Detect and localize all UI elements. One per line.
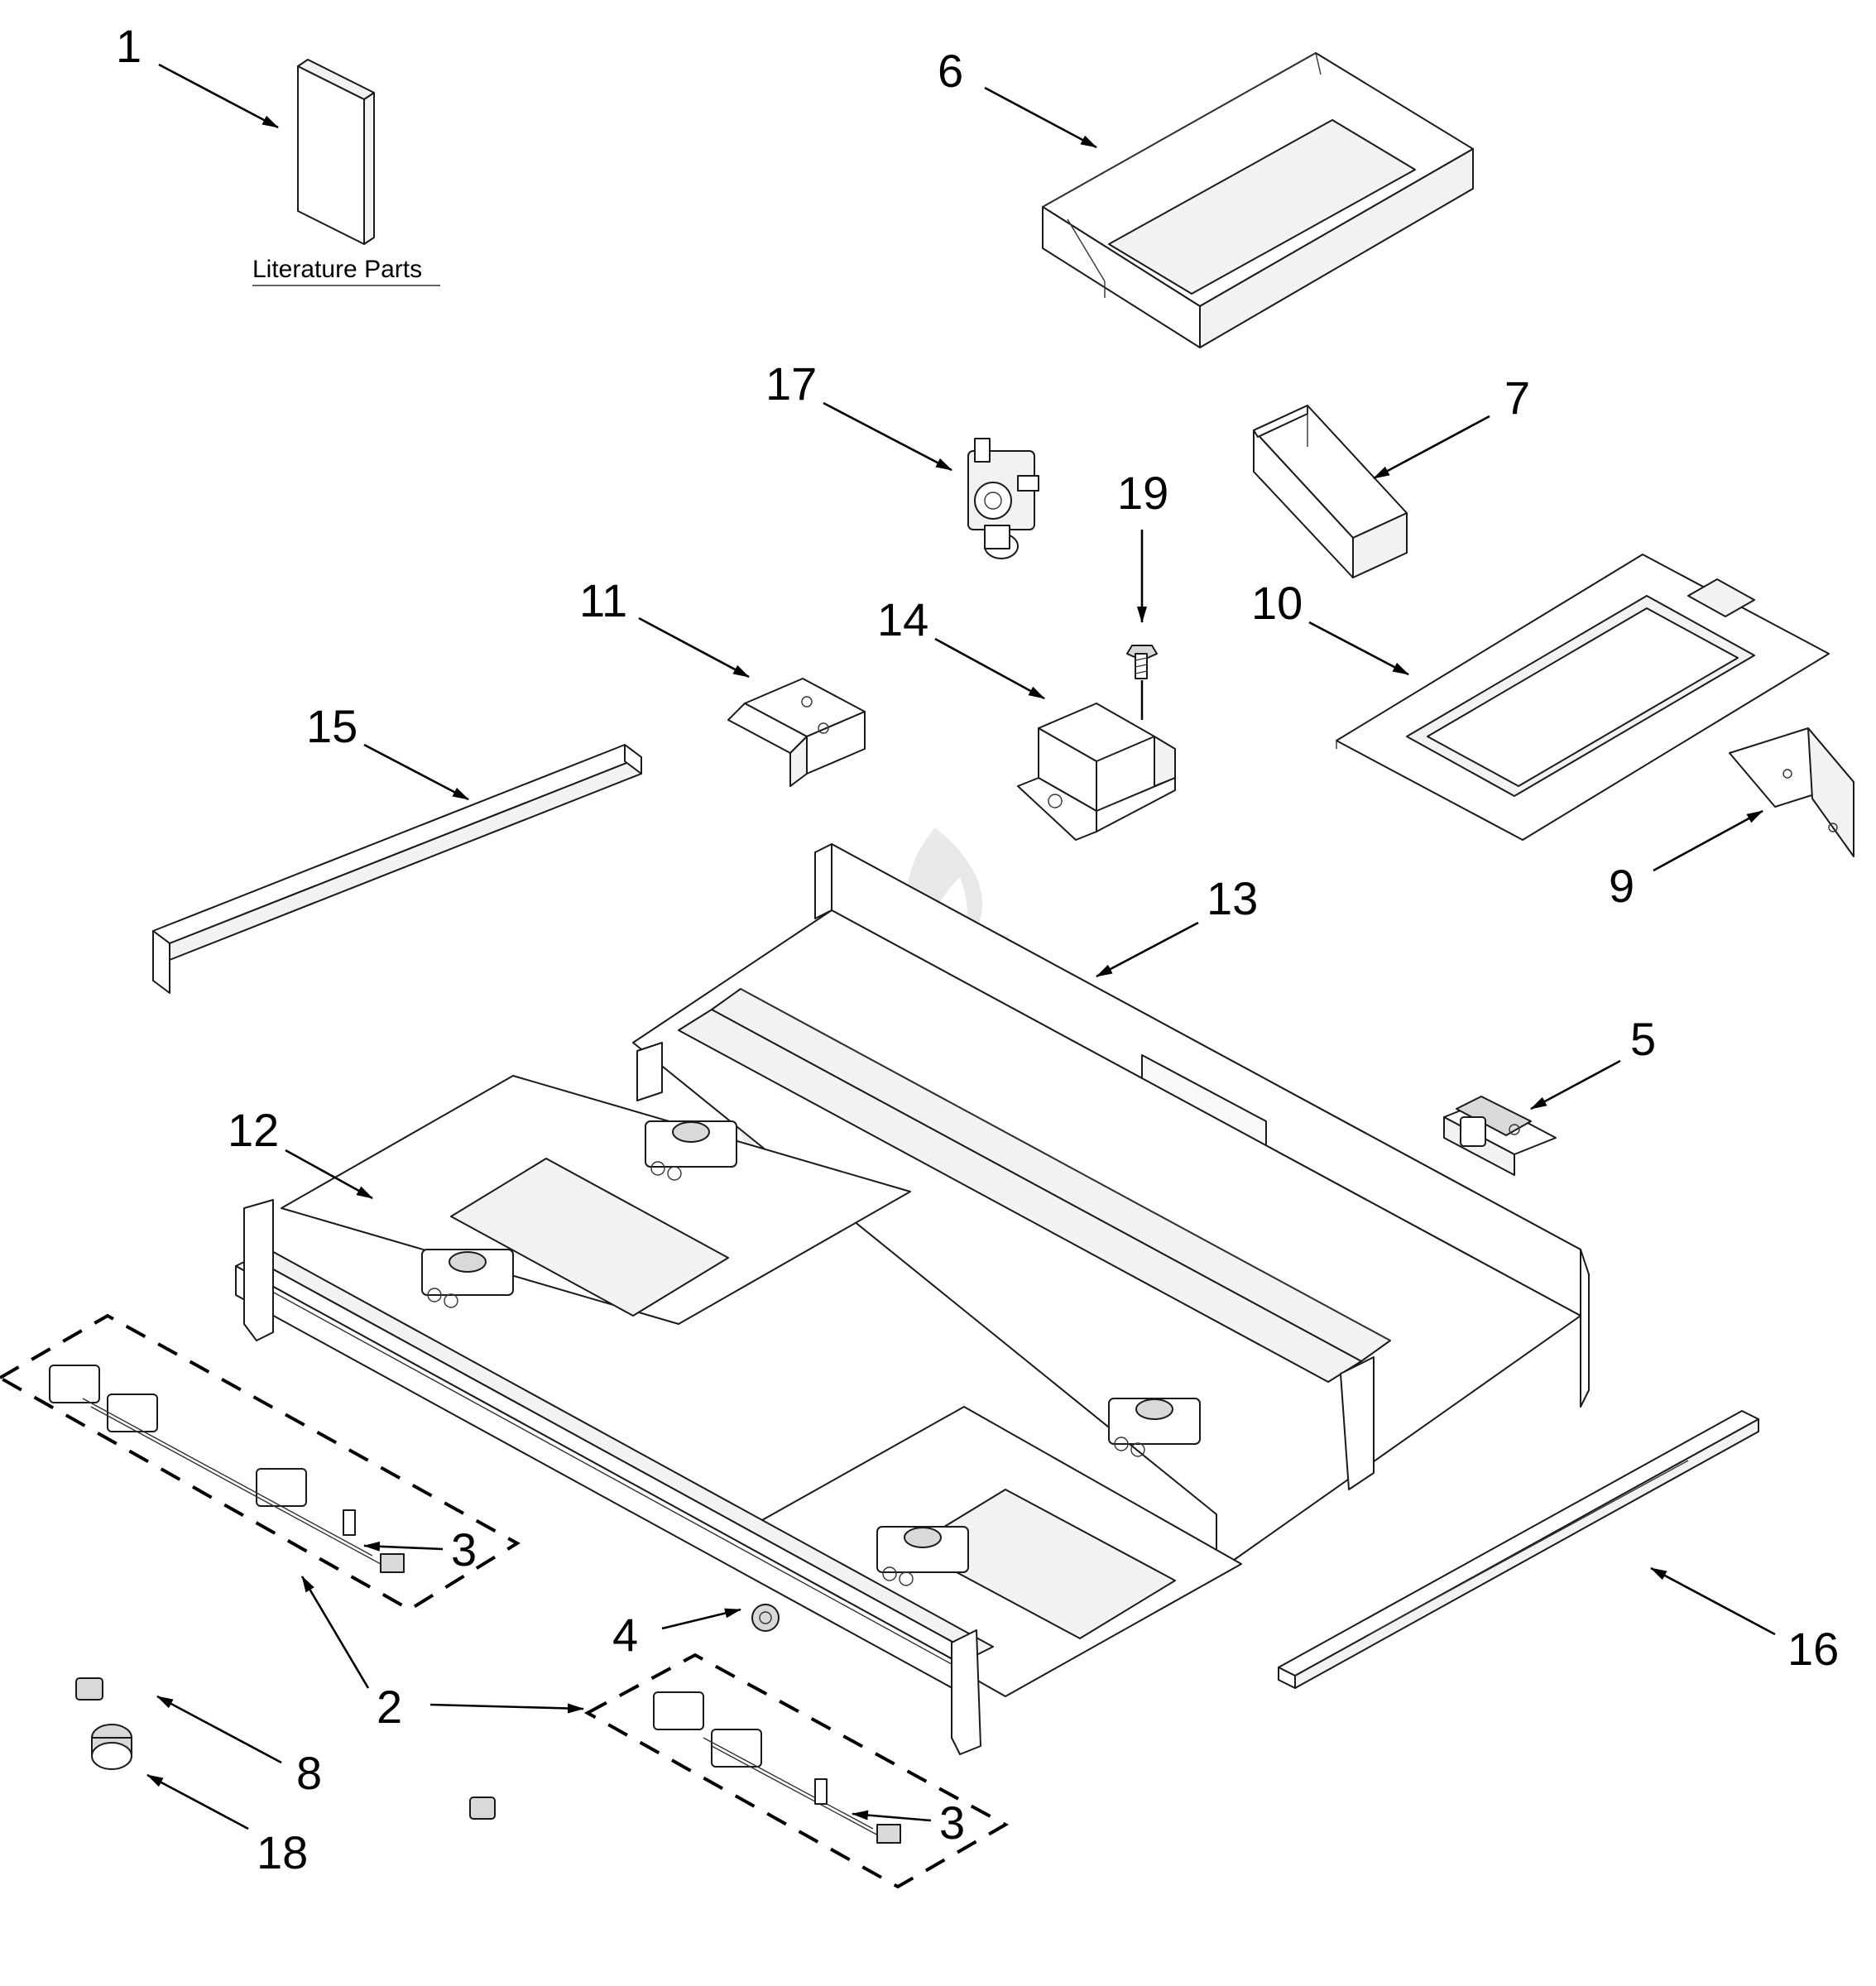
callout-9: 9 <box>1609 860 1634 912</box>
callout-15: 15 <box>306 700 357 752</box>
burner-valve-2 <box>645 1120 737 1181</box>
literature-parts-label: Literature Parts <box>252 256 422 283</box>
callout-7: 7 <box>1504 372 1530 424</box>
callout-14: 14 <box>877 593 928 645</box>
callout-8: 8 <box>296 1747 322 1799</box>
part-10-plate[interactable] <box>1336 554 1830 841</box>
part-2-manifold-assembly-left[interactable] <box>0 1313 521 1612</box>
callout-19: 19 <box>1117 467 1168 519</box>
burner-valve-4 <box>1108 1398 1201 1457</box>
part-7-bracket[interactable] <box>1253 405 1408 578</box>
callout-6: 6 <box>938 45 963 97</box>
burner-valve-1 <box>421 1249 514 1308</box>
manifold-valves-left <box>49 1365 405 1573</box>
callout-1: 1 <box>116 20 142 72</box>
callout-3-right: 3 <box>939 1797 965 1849</box>
callout-11: 11 <box>579 574 627 626</box>
callout-18: 18 <box>257 1826 308 1878</box>
callout-10: 10 <box>1251 577 1303 629</box>
callouts: 1 6 17 7 19 11 14 10 15 9 13 5 12 3 3 4 <box>116 20 1839 1878</box>
part-5-switch-module[interactable] <box>1443 1096 1557 1176</box>
part-15-rail-top[interactable] <box>152 744 642 994</box>
part-11-clip[interactable] <box>727 678 866 787</box>
callout-2: 2 <box>377 1681 402 1733</box>
manifold-valves-right <box>653 1691 901 1844</box>
callout-3-left: 3 <box>451 1523 477 1576</box>
callout-17: 17 <box>765 357 817 410</box>
part-17-valve[interactable] <box>967 438 1039 559</box>
part-16-rail-bottom[interactable] <box>1278 1410 1759 1689</box>
part-2-manifold-assembly-right[interactable] <box>583 1653 1010 1889</box>
part-19-screw[interactable] <box>1126 645 1158 720</box>
burner-valve-3 <box>876 1526 969 1586</box>
callout-5: 5 <box>1630 1013 1656 1065</box>
part-13-burner-box[interactable] <box>235 843 1590 1755</box>
part-9-angle-bracket[interactable] <box>1729 727 1854 857</box>
callout-4: 4 <box>612 1609 638 1661</box>
callout-12: 12 <box>228 1104 279 1156</box>
part-1-literature[interactable]: Literature Parts <box>252 59 440 286</box>
part-18-fitting[interactable] <box>91 1724 132 1770</box>
callout-16: 16 <box>1787 1623 1839 1675</box>
part-14-bracket[interactable] <box>1017 703 1176 841</box>
part-8-gas-tube[interactable] <box>75 1643 496 1820</box>
part-6-tray[interactable] <box>1042 52 1474 348</box>
callout-13: 13 <box>1207 872 1258 924</box>
